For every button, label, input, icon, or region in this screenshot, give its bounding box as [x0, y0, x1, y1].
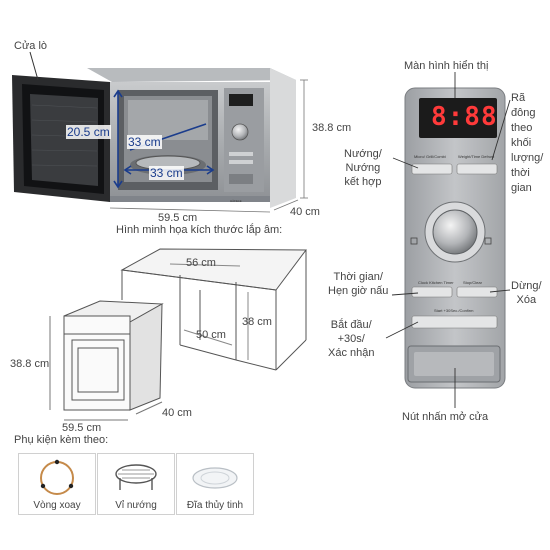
timer-button-text: Clock Kitchen Timer: [418, 280, 454, 285]
start-button-text: Start +30Sec./Confirm: [434, 308, 474, 313]
digital-display: 8:88: [419, 98, 497, 138]
accessory-grill-rack: Vỉ nướng: [97, 453, 175, 515]
glass-plate-icon: [192, 467, 238, 489]
defrost-button-text: Weight/Time Defrost: [458, 154, 495, 159]
grill-button-text: Micro/ Grill/Combi: [414, 154, 446, 159]
stop-button-text: Stop/Clear: [463, 280, 482, 285]
box-depth-dim: 40 cm: [162, 407, 192, 419]
defrost-label: Rã đông theo khối lượng/ thời gian: [511, 92, 544, 194]
start-label: Bắt đầu/ +30s/ Xác nhận: [328, 319, 375, 359]
door-label: Cửa lò: [14, 40, 48, 52]
box-height-dim: 38.8 cm: [10, 358, 50, 370]
accessory-label: Đĩa thủy tinh: [186, 500, 244, 511]
oven-box-drawing: [49, 300, 164, 421]
niche-depth-dim: 50 cm: [196, 329, 226, 341]
oven-photo: [12, 51, 296, 208]
grill-label: Nướng/ Nướng kết hợp: [344, 148, 382, 188]
oven-height-dim: 38.8 cm: [312, 122, 352, 134]
oven-brand: HÄFELE: [230, 199, 242, 203]
oven-depth-dim: 40 cm: [290, 206, 320, 218]
niche-height-dim: 38 cm: [242, 316, 272, 328]
turntable-ring-icon: [40, 459, 74, 495]
installation-niche: [120, 248, 307, 371]
box-width-dim: 59.5 cm: [62, 422, 102, 434]
door-button-label: Nút nhấn mở cửa: [402, 411, 489, 423]
install-title: Hình minh họa kích thước lắp âm:: [116, 224, 283, 236]
accessories-title: Phụ kiện kèm theo:: [14, 434, 109, 446]
cavity-width-dim: 33 cm: [149, 166, 184, 180]
panel-leader-lines: [385, 72, 511, 408]
accessory-turntable-ring: Vòng xoay: [18, 453, 96, 515]
cavity-depth-dim: 33 cm: [127, 135, 162, 149]
display-digits: 8:88: [431, 102, 498, 132]
grill-rack-icon: [115, 464, 157, 490]
stop-label: Dừng/ Xóa: [511, 280, 542, 306]
cavity-height-dim: 20.5 cm: [66, 125, 111, 139]
control-panel-closeup: [404, 87, 506, 389]
timer-label: Thời gian/ Hẹn giờ nấu: [328, 271, 389, 297]
oven-width-dim: 59.5 cm: [158, 212, 198, 224]
accessory-label: Vỉ nướng: [115, 500, 157, 511]
niche-width-dim: 56 cm: [186, 257, 216, 269]
accessory-label: Vòng xoay: [33, 500, 81, 511]
display-label: Màn hình hiển thị: [404, 60, 489, 72]
accessory-glass-plate: Đĩa thủy tinh: [176, 453, 254, 515]
oven-dimension-lines: [109, 79, 308, 213]
